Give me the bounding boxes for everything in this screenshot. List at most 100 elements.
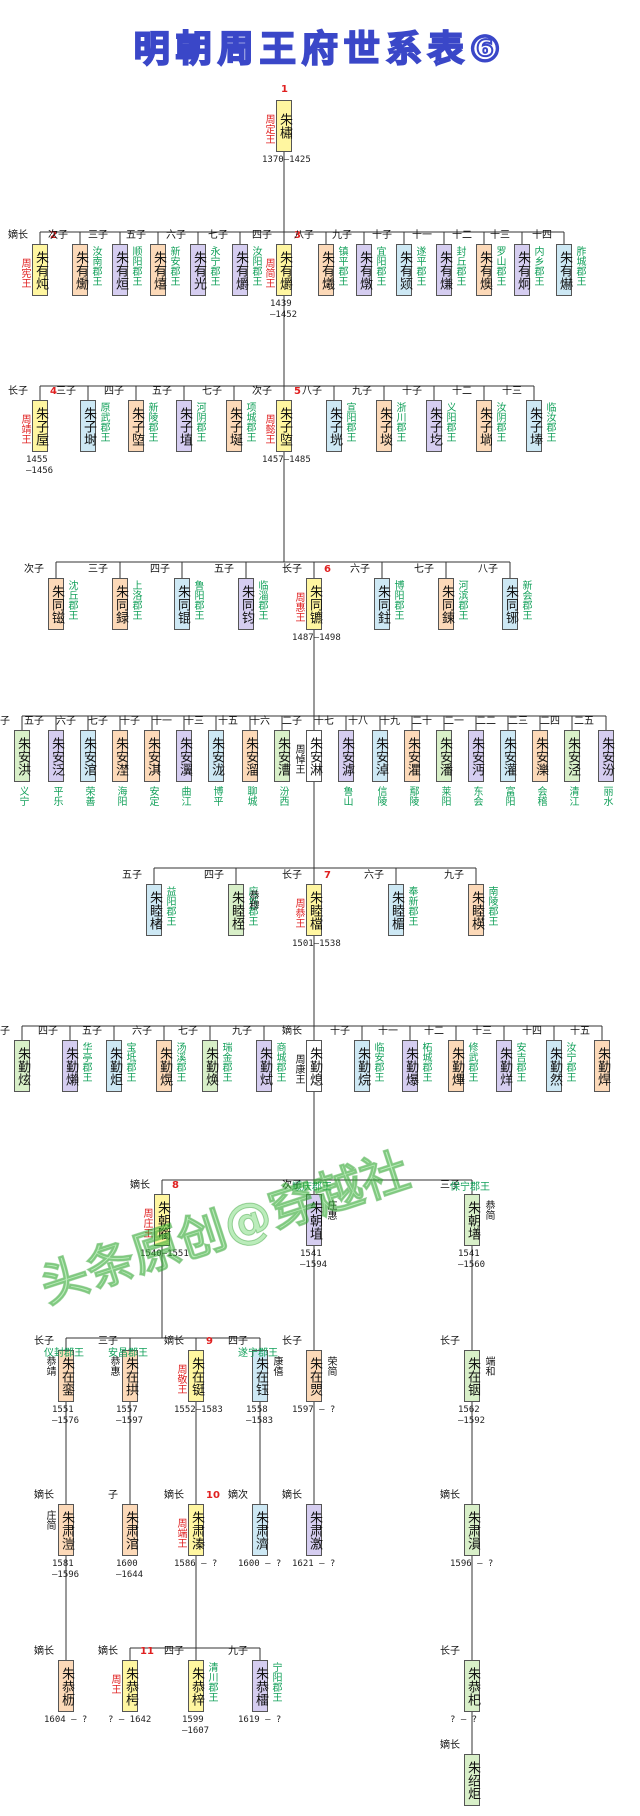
person-box[interactable]: 朱有燠 xyxy=(476,244,492,296)
person-box[interactable]: 朱安汾 xyxy=(598,730,614,782)
person-box[interactable]: 朱在铤 xyxy=(188,1350,204,1402)
person-box[interactable]: 朱勤烒 xyxy=(256,1040,272,1092)
person-box[interactable]: 朱绍炬 xyxy=(464,1754,480,1806)
person-box[interactable]: 朱在銮 xyxy=(58,1350,74,1402)
person-box[interactable]: 朱子埴 xyxy=(176,400,192,452)
person-box[interactable]: 朱勤焕 xyxy=(202,1040,218,1092)
person-box[interactable]: 朱有爀 xyxy=(556,244,572,296)
person-box[interactable]: 朱勤然 xyxy=(546,1040,562,1092)
person-box[interactable]: 朱恭梓 xyxy=(188,1660,204,1712)
person-box[interactable]: 朱安沔 xyxy=(468,730,484,782)
person-box[interactable]: 朱恭𣏌 xyxy=(464,1660,480,1712)
person-box[interactable]: 朱子埏 xyxy=(226,400,242,452)
person-box[interactable]: 朱有熺 xyxy=(150,244,166,296)
person-box[interactable]: 朱子垙 xyxy=(326,400,342,452)
title-label: 汝阳郡王 xyxy=(250,246,261,286)
person-box[interactable]: 朱子埅 xyxy=(128,400,144,452)
person-box[interactable]: 朱睦檔 xyxy=(306,884,322,936)
person-box[interactable]: 朱同锟 xyxy=(174,578,190,630)
person-box[interactable]: 朱同镃 xyxy=(48,578,64,630)
person-box[interactable]: 朱勤㸊 xyxy=(62,1040,78,1092)
birth-rank-label: 长子 xyxy=(34,1336,54,1347)
person-box[interactable]: 朱有爔 xyxy=(318,244,334,296)
person-box[interactable]: 朱子埮 xyxy=(376,400,392,452)
person-box[interactable]: 朱橚 xyxy=(276,100,292,152)
person-box[interactable]: 朱朝墡 xyxy=(464,1194,480,1246)
person-box[interactable]: 朱同铘 xyxy=(502,578,518,630)
person-box[interactable]: 朱在钰 xyxy=(252,1350,268,1402)
posthumous-name: 恭靖 xyxy=(44,1356,55,1376)
person-box[interactable]: 朱朝㘅 xyxy=(154,1194,170,1246)
person-box[interactable]: 朱子埲 xyxy=(526,400,542,452)
person-box[interactable]: 朱睦楧 xyxy=(468,884,484,936)
person-box[interactable]: 朱同钧 xyxy=(238,578,254,630)
person-box[interactable]: 朱安漕 xyxy=(274,730,290,782)
person-box[interactable]: 朱勤烊 xyxy=(496,1040,512,1092)
person-box[interactable]: 朱有光 xyxy=(190,244,206,296)
person-box[interactable]: 朱子垕 xyxy=(32,400,48,452)
person-box[interactable]: 朱在焸 xyxy=(306,1350,322,1402)
person-box[interactable]: 朱在铟 xyxy=(464,1350,480,1402)
person-box[interactable]: 朱恭檑 xyxy=(252,1660,268,1712)
person-box[interactable]: 朱子圪 xyxy=(426,400,442,452)
person-box[interactable]: 朱安潘 xyxy=(436,730,452,782)
person-box[interactable]: 朱肃溱 xyxy=(188,1504,204,1556)
person-box[interactable]: 朱有炖 xyxy=(32,244,48,296)
person-box[interactable]: 朱安泾 xyxy=(564,730,580,782)
person-box[interactable]: 朱肃激 xyxy=(306,1504,322,1556)
person-box[interactable]: 朱安泛 xyxy=(48,730,64,782)
person-box[interactable]: 朱勤爆 xyxy=(402,1040,418,1092)
birth-rank-label: 嫡长 xyxy=(440,1740,460,1751)
person-box[interactable]: 朱朝埴 xyxy=(306,1194,322,1246)
person-box[interactable]: 朱安淇 xyxy=(144,730,160,782)
person-box[interactable]: 朱子埘 xyxy=(80,400,96,452)
person-box[interactable]: 朱同鉒 xyxy=(374,578,390,630)
person-box[interactable]: 朱有爋 xyxy=(72,244,88,296)
birth-rank-label: 九子 xyxy=(228,1646,248,1657)
person-box[interactable]: 朱安涫 xyxy=(80,730,96,782)
person-box[interactable]: 朱勤烷 xyxy=(354,1040,370,1092)
person-box[interactable]: 朱在拱 xyxy=(122,1350,138,1402)
person-box[interactable]: 朱安洪 xyxy=(14,730,30,782)
person-box[interactable]: 朱恭枥 xyxy=(58,1660,74,1712)
person-box[interactable]: 朱安灌 xyxy=(500,730,516,782)
person-box[interactable]: 朱肃涫 xyxy=(122,1504,138,1556)
person-box[interactable]: 朱安灈 xyxy=(404,730,420,782)
birth-rank-label: 四子 xyxy=(252,230,272,241)
person-box[interactable]: 朱同録 xyxy=(112,578,128,630)
person-box[interactable]: 朱子埫 xyxy=(476,400,492,452)
person-box[interactable]: 朱子埅 xyxy=(276,400,292,452)
person-box[interactable]: 朱勤熀 xyxy=(156,1040,172,1092)
person-box[interactable]: 朱安溜 xyxy=(242,730,258,782)
person-box[interactable]: 朱有燉 xyxy=(356,244,372,296)
person-box[interactable]: 朱勤焊 xyxy=(594,1040,610,1092)
person-box[interactable]: 朱安濼 xyxy=(532,730,548,782)
person-box[interactable]: 朱勤熚 xyxy=(448,1040,464,1092)
person-box[interactable]: 朱同镳 xyxy=(306,578,322,630)
person-box[interactable]: 朱睦桎 xyxy=(228,884,244,936)
person-box[interactable]: 朱安瀷 xyxy=(176,730,192,782)
person-box[interactable]: 朱有爝 xyxy=(276,244,292,296)
person-box[interactable]: 朱有炯 xyxy=(514,244,530,296)
person-box[interactable]: 朱勤炬 xyxy=(106,1040,122,1092)
person-box[interactable]: 朱有烜 xyxy=(112,244,128,296)
title-label: 浙川郡王 xyxy=(394,402,405,442)
person-box[interactable]: 朱肃溰 xyxy=(58,1504,74,1556)
generation-number: 1 xyxy=(281,84,288,95)
person-box[interactable]: 朱安淋 xyxy=(306,730,322,782)
person-box[interactable]: 朱安漜 xyxy=(112,730,128,782)
person-box[interactable]: 朱睦楣 xyxy=(388,884,404,936)
person-box[interactable]: 朱有爝 xyxy=(232,244,248,296)
person-box[interactable]: 朱勤炫 xyxy=(14,1040,30,1092)
person-box[interactable]: 朱有熑 xyxy=(436,244,452,296)
person-box[interactable]: 朱安滹 xyxy=(338,730,354,782)
person-box[interactable]: 朱肃濟 xyxy=(252,1504,268,1556)
person-box[interactable]: 朱安泷 xyxy=(208,730,224,782)
person-box[interactable]: 朱肃溳 xyxy=(464,1504,480,1556)
person-box[interactable]: 朱有颎 xyxy=(396,244,412,296)
person-box[interactable]: 朱安淖 xyxy=(372,730,388,782)
person-box[interactable]: 朱勤熄 xyxy=(306,1040,322,1092)
person-box[interactable]: 朱同鍊 xyxy=(438,578,454,630)
person-box[interactable]: 朱睦楮 xyxy=(146,884,162,936)
person-box[interactable]: 朱恭枵 xyxy=(122,1660,138,1712)
